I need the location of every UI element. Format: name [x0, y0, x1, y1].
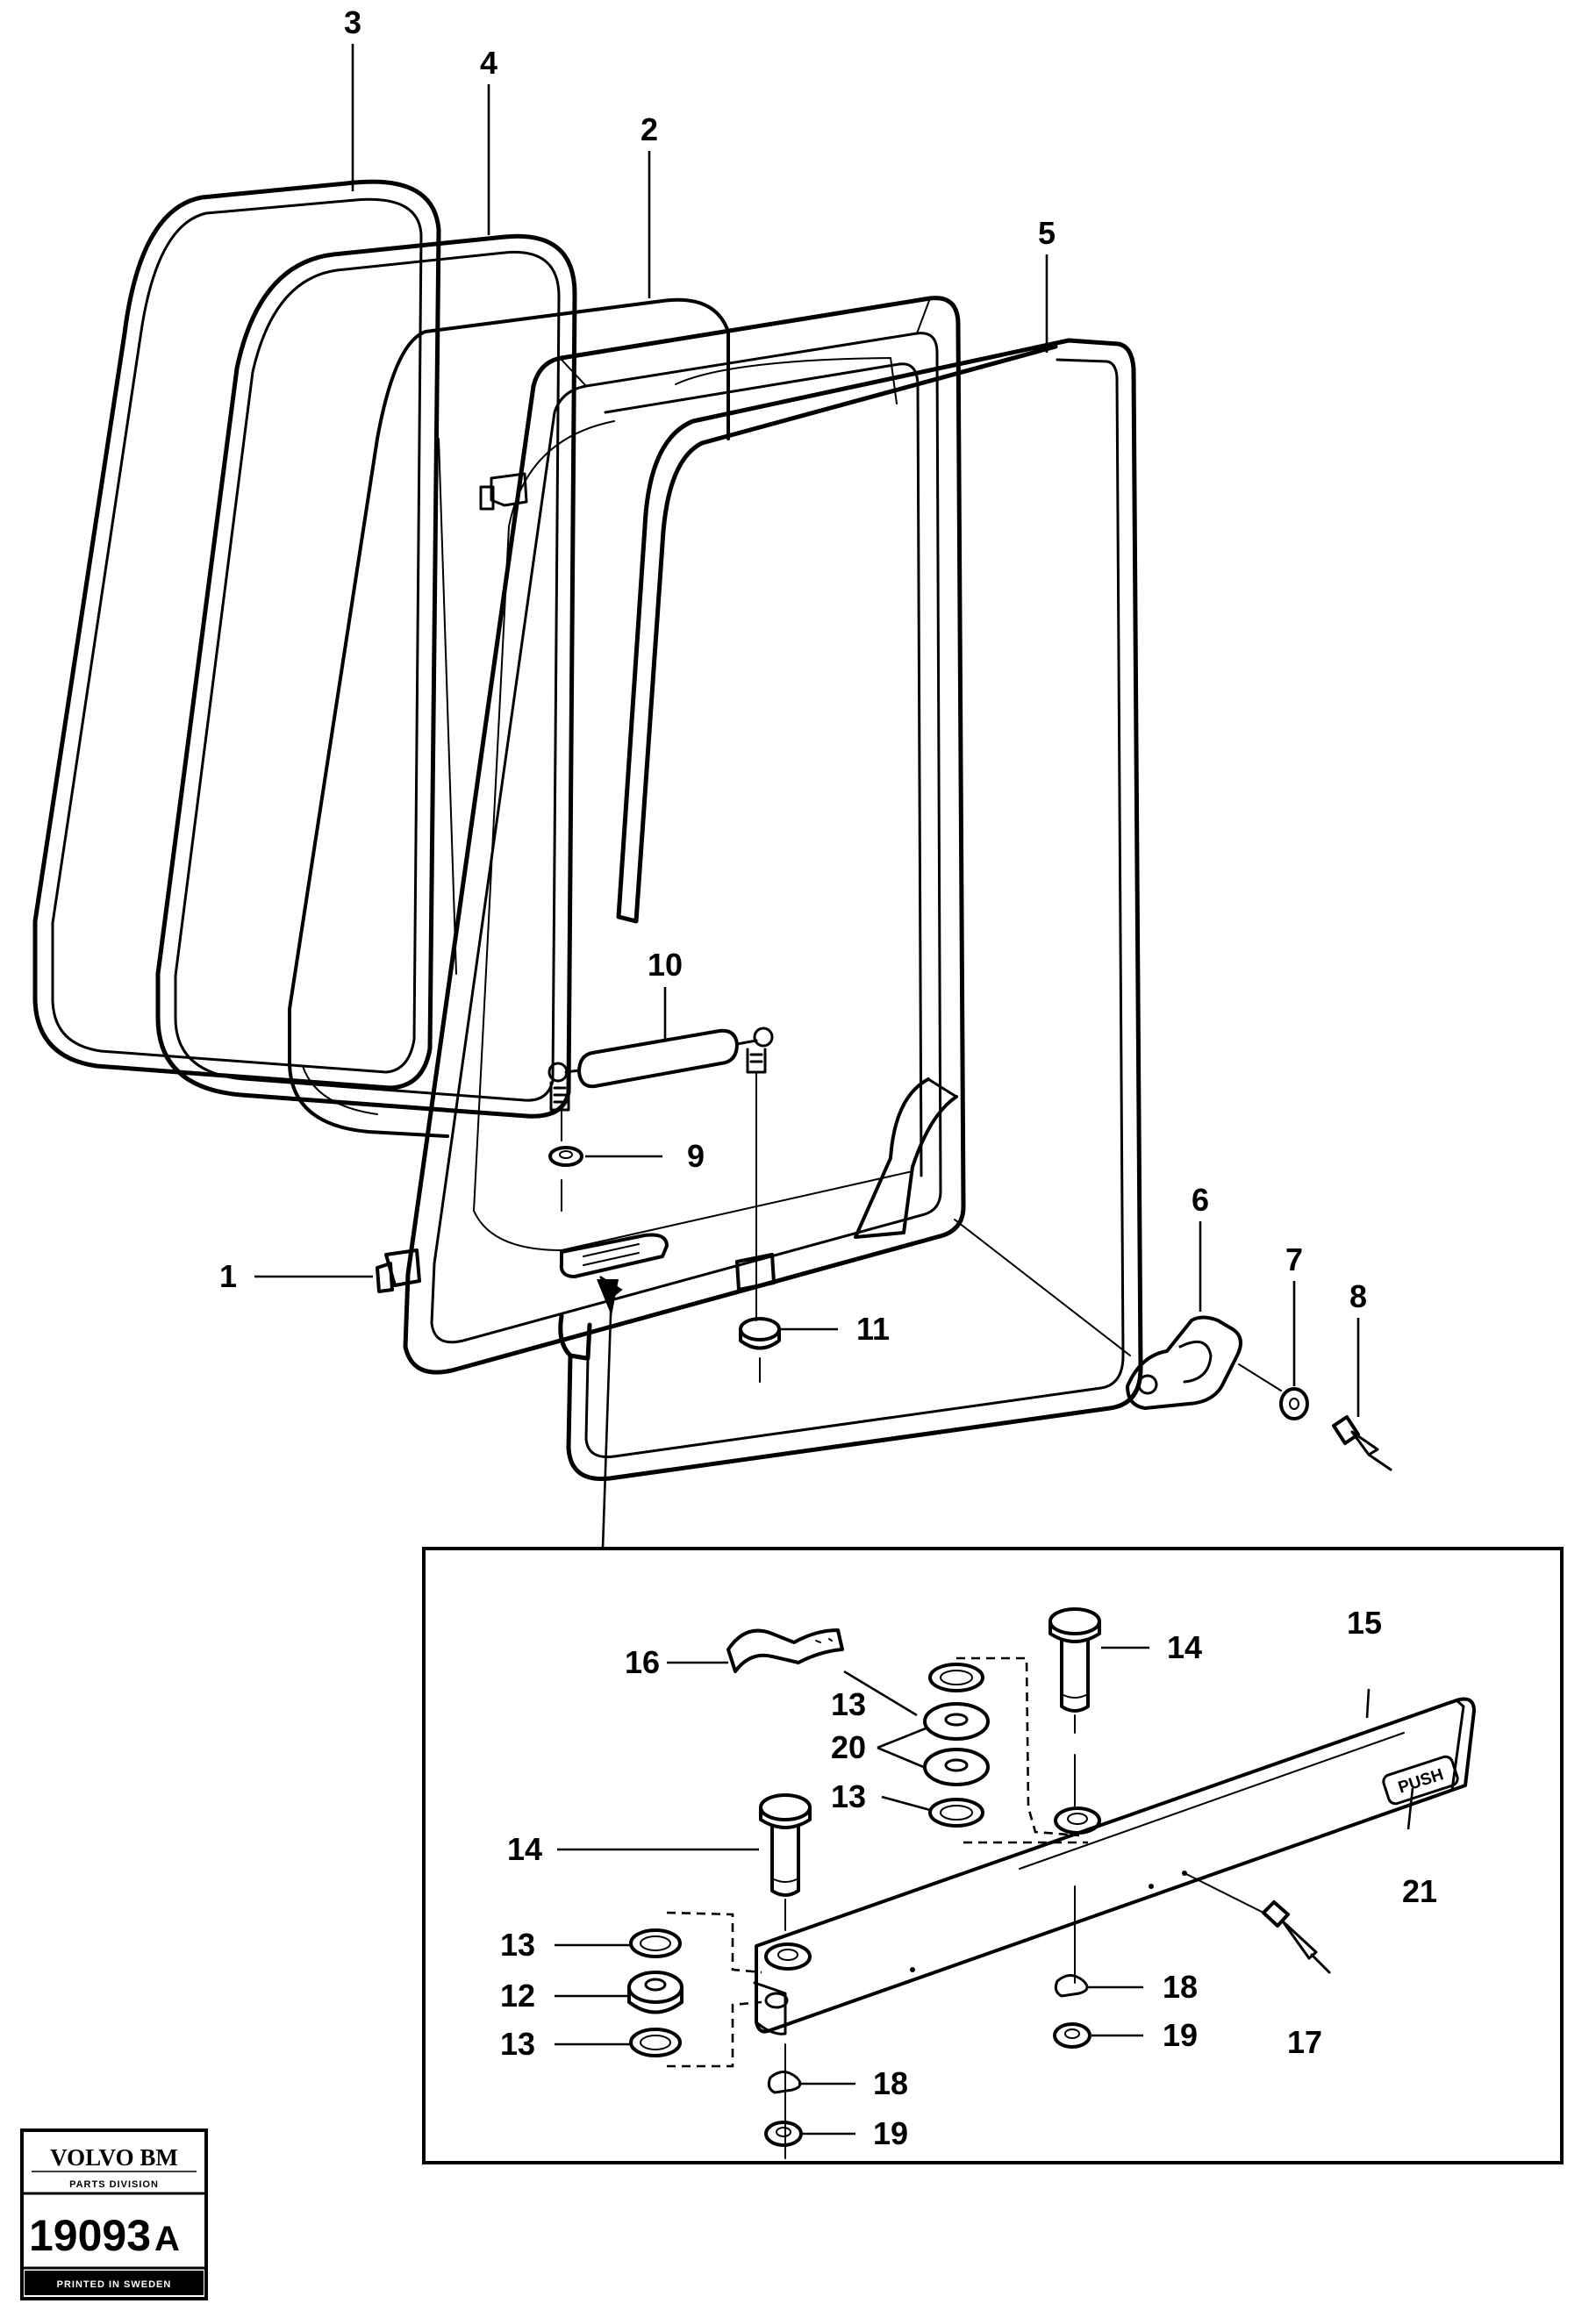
badge-division: PARTS DIVISION — [69, 2179, 159, 2190]
callout-14-lower: 14 — [507, 1831, 542, 1867]
part-19-ring-right — [1053, 2022, 1091, 2049]
part-16-spring-clip — [726, 1628, 844, 1673]
part-15-handle — [753, 1697, 1476, 2035]
callout-16: 16 — [625, 1644, 660, 1680]
callout-19-left: 19 — [873, 2115, 908, 2151]
part-8-screw — [1332, 1415, 1392, 1471]
lower-washer-stack — [627, 1911, 762, 2068]
callout-9: 9 — [687, 1138, 705, 1174]
leader-lines — [254, 44, 1414, 2136]
part-5-door-frame — [403, 296, 966, 1375]
part-21-push-label: PUSH — [1382, 1755, 1459, 1806]
callout-19-right: 19 — [1163, 2017, 1198, 2053]
callout-18-left: 18 — [873, 2065, 908, 2101]
callout-20: 20 — [831, 1729, 866, 1765]
callout-17: 17 — [1287, 2024, 1322, 2060]
detail-box — [422, 1547, 1564, 2164]
callout-13-upper-top: 13 — [831, 1686, 866, 1722]
part-19-ring-left — [764, 2121, 803, 2147]
part-18-clip-right — [1054, 1974, 1089, 1998]
callout-5: 5 — [1038, 215, 1056, 251]
callout-12: 12 — [500, 1978, 535, 2014]
callout-21: 21 — [1402, 1873, 1437, 1909]
part-2-glass-pane — [288, 297, 730, 1138]
callout-7: 7 — [1285, 1241, 1303, 1277]
part-17-screw — [1184, 1872, 1331, 1974]
part-14-pin-lower — [759, 1793, 812, 2159]
badge-brand: VOLVO BM — [50, 2144, 178, 2171]
callout-18-right: 18 — [1163, 1969, 1198, 2005]
callout-4: 4 — [480, 45, 497, 81]
callout-10: 10 — [648, 947, 683, 983]
callout-3: 3 — [344, 4, 361, 40]
callout-11: 11 — [856, 1311, 890, 1347]
badge-printed: PRINTED IN SWEDEN — [57, 2279, 172, 2290]
part-11-nut — [739, 1317, 781, 1383]
part-6-catch — [954, 1219, 1282, 1410]
callout-labels: 3 4 2 5 10 9 1 11 6 7 8 16 13 20 13 14 1… — [219, 4, 1437, 2151]
part-5-channel-seal — [558, 338, 1143, 1482]
callout-15: 15 — [1347, 1605, 1382, 1641]
part-14-pin-upper — [1048, 1607, 1101, 1984]
part-7-washer — [1279, 1387, 1309, 1420]
part-10-gas-strut — [548, 1027, 774, 1321]
badge-suffix: A — [154, 2220, 180, 2258]
callout-1: 1 — [219, 1258, 237, 1294]
part-1-clip — [376, 1248, 421, 1293]
callout-14-upper: 14 — [1167, 1629, 1202, 1665]
hinge-bracket — [559, 1233, 776, 1291]
callout-2: 2 — [641, 111, 658, 147]
detail-arrow — [597, 1276, 623, 1549]
callout-13-lower-top: 13 — [500, 1927, 535, 1963]
callout-8: 8 — [1349, 1278, 1367, 1314]
part-3-outer-seal — [32, 179, 441, 1091]
part-4-inner-seal — [155, 233, 577, 1119]
part-18-clip-left — [767, 2071, 802, 2094]
part-9-washer — [548, 1146, 583, 1167]
callout-13-upper-bottom: 13 — [831, 1778, 866, 1814]
callout-13-lower-bottom: 13 — [500, 2026, 535, 2062]
upper-washer-stack — [923, 1656, 1088, 1844]
callout-6: 6 — [1192, 1182, 1209, 1218]
